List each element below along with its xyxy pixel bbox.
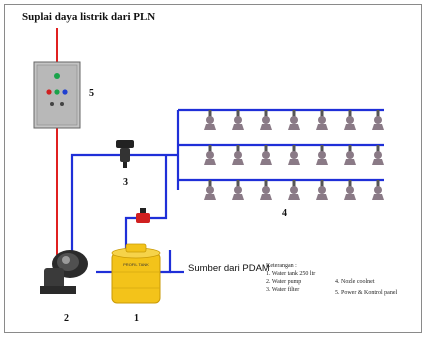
legend-item: 5. Power & Kontrol panel — [335, 290, 398, 296]
nozzle-grid — [204, 110, 384, 200]
nozzle-icon — [260, 110, 272, 130]
water-pipes — [70, 108, 384, 274]
nozzle-icon — [204, 145, 216, 165]
nozzle-icon — [344, 110, 356, 130]
legend-item: 2. Water pump — [266, 279, 302, 285]
nozzle-icon — [288, 110, 300, 130]
legend-item: 4. Nozle coolnet — [335, 279, 375, 285]
nozzle-icon — [232, 180, 244, 200]
nozzle-icon — [260, 145, 272, 165]
water-pump-icon — [40, 250, 88, 294]
nozzle-icon — [372, 180, 384, 200]
tank-label: PROFIL TANK — [123, 262, 149, 267]
legend-item: 3. Water filter — [266, 287, 300, 293]
nozzle-icon — [344, 180, 356, 200]
label-panel: 5 — [89, 88, 94, 99]
label-filter: 3 — [123, 177, 128, 188]
legend-col2: 4. Nozle coolnet 5. Power & Kontrol pane… — [335, 278, 397, 297]
nozzle-icon — [372, 145, 384, 165]
legend-item: 1. Water tank 250 ltr — [266, 271, 316, 277]
label-tank: 1 — [134, 313, 139, 324]
nozzle-icon — [232, 145, 244, 165]
nozzle-icon — [288, 180, 300, 200]
legend-heading: Keterangan : — [266, 263, 297, 269]
water-tank-icon — [111, 243, 161, 304]
nozzle-icon — [344, 145, 356, 165]
nozzle-icon — [316, 110, 328, 130]
label-pump: 2 — [64, 313, 69, 324]
nozzle-icon — [372, 110, 384, 130]
nozzle-icon — [316, 145, 328, 165]
pdam-source-label: Sumber dari PDAM — [188, 263, 270, 274]
valve-icon — [136, 208, 150, 223]
nozzle-icon — [316, 180, 328, 200]
nozzle-icon — [260, 180, 272, 200]
nozzle-icon — [204, 110, 216, 130]
diagram-title: Suplai daya listrik dari PLN — [22, 11, 156, 23]
diagram-frame — [4, 4, 422, 333]
control-panel-icon — [33, 61, 81, 129]
nozzle-icon — [232, 110, 244, 130]
nozzle-icon — [288, 145, 300, 165]
nozzle-icon — [204, 180, 216, 200]
legend-col1: Keterangan : 1. Water tank 250 ltr 2. Wa… — [266, 262, 315, 294]
water-filter-icon — [116, 140, 134, 168]
label-nozzles: 4 — [282, 208, 287, 219]
